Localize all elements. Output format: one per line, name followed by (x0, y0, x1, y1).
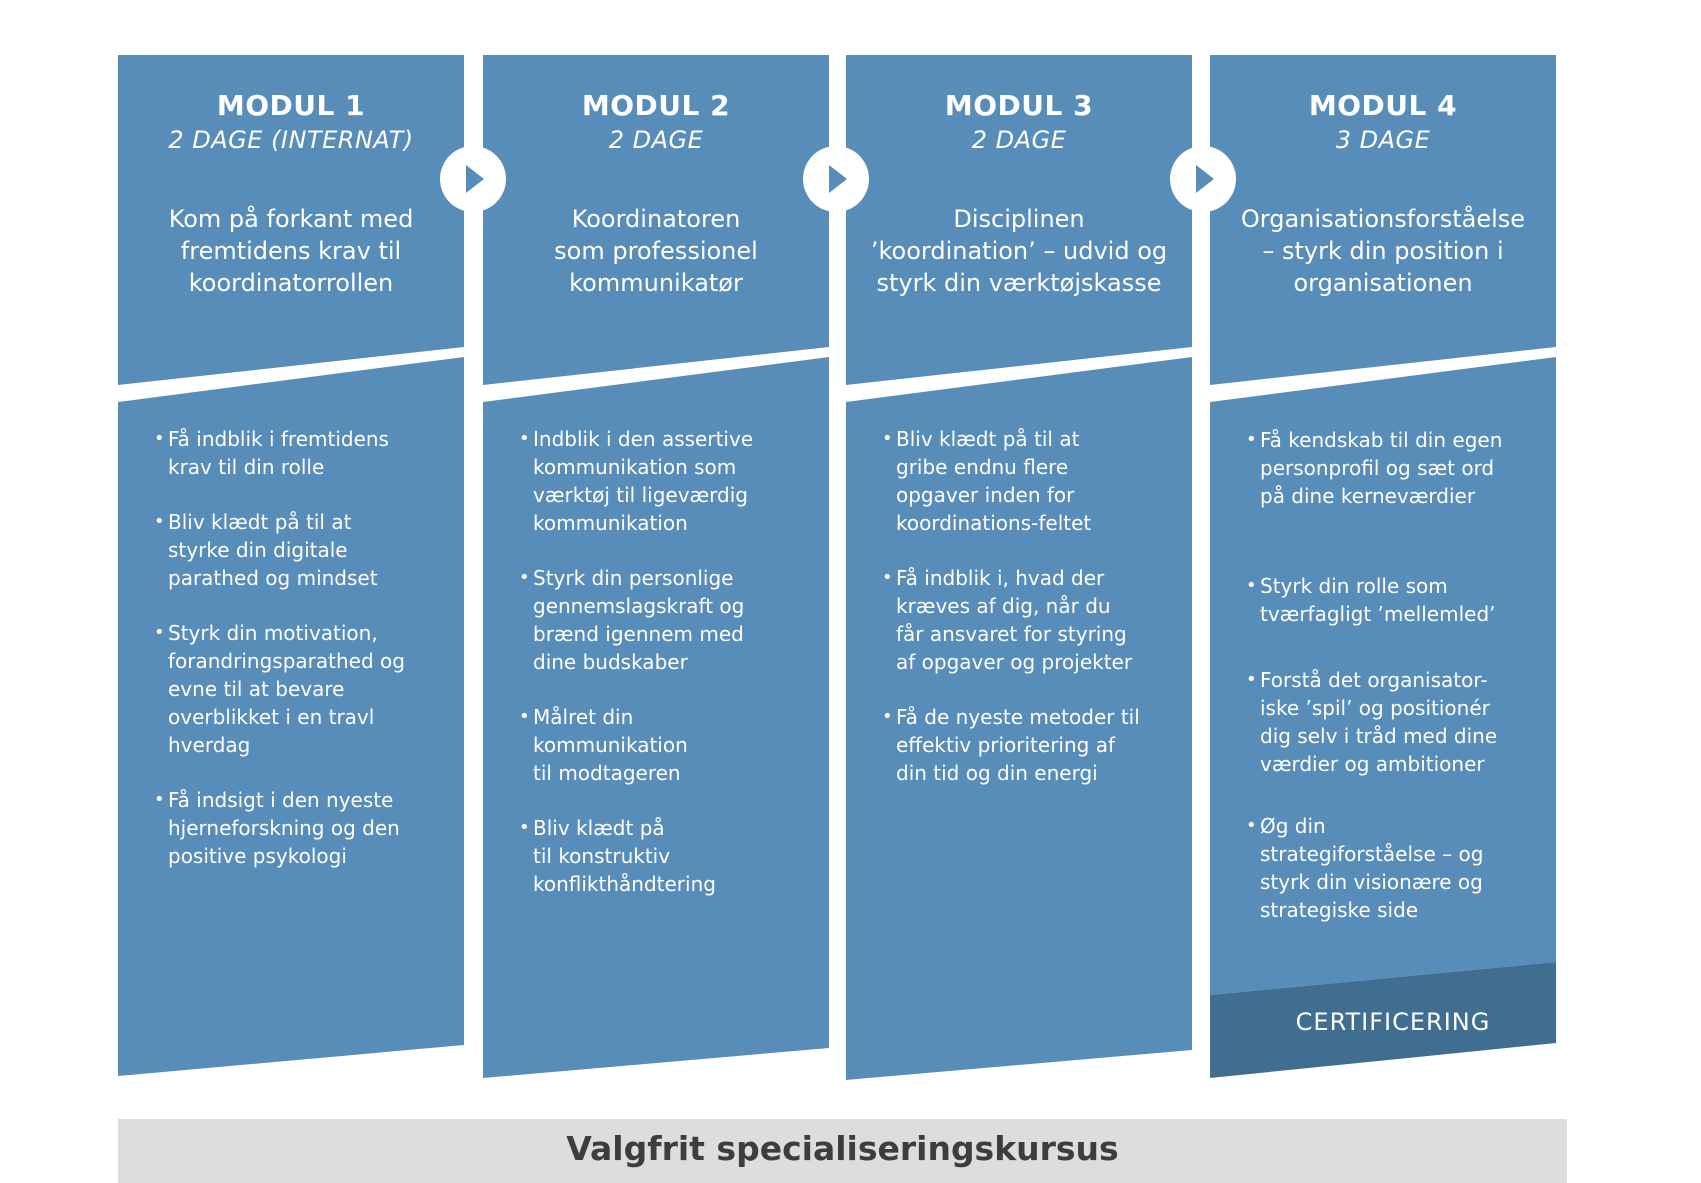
module-title: MODUL 1 (216, 89, 366, 122)
module-title: MODUL 4 (1308, 89, 1458, 122)
module-subtitle: Kom på forkant med fremtidens krav til k… (168, 205, 414, 297)
module-duration: 2 DAGE (INTERNAT) (168, 126, 414, 154)
module-4-header-panel (1210, 55, 1556, 385)
list-item: Styrk din motivation,forandringsparathed… (154, 619, 454, 759)
module-duration: 2 DAGE (608, 126, 704, 154)
module-title: MODUL 2 (581, 89, 731, 122)
module-subtitle: Disciplinen ’koordination’ – udvid og st… (870, 205, 1168, 297)
module-3-header-panel (846, 55, 1192, 385)
arrow-right-icon (440, 146, 506, 212)
certificering-panel (1210, 962, 1556, 1078)
bottom-bar-specialization: Valgfrit specialiseringskursus (118, 1119, 1567, 1183)
module-1-header-panel (118, 55, 464, 385)
module-duration: 2 DAGE (971, 126, 1067, 154)
module-subtitle: Koordinatoren som professionel kommunika… (554, 205, 758, 297)
module-duration: 3 DAGE (1335, 126, 1431, 154)
arrow-right-icon (803, 146, 869, 212)
module-2-header-panel (483, 55, 829, 385)
module-subtitle: Organisationsforståelse – styrk din posi… (1240, 205, 1526, 297)
arrow-right-icon (1170, 146, 1236, 212)
module-title: MODUL 3 (944, 89, 1094, 122)
certificering-label: CERTIFICERING (1295, 1008, 1491, 1036)
list-item: Forstå det organisator-iske ’spil’ og po… (1246, 666, 1546, 778)
